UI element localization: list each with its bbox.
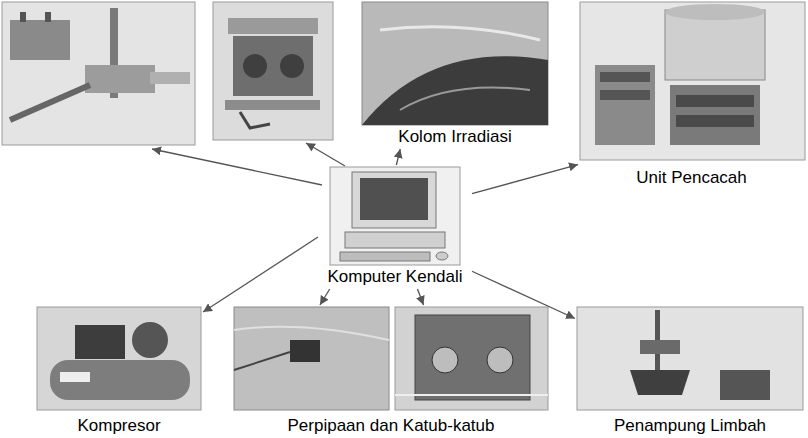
- valve-photo: [395, 307, 548, 410]
- motor-assembly: [233, 36, 313, 96]
- equipment: [720, 370, 770, 400]
- valve-block: [85, 65, 155, 93]
- air-tank: [50, 360, 190, 400]
- flywheel: [132, 322, 168, 358]
- shield-top: [665, 4, 765, 20]
- photo-frame: [577, 307, 803, 410]
- module: [600, 72, 650, 82]
- valve: [487, 347, 513, 373]
- valve: [432, 347, 458, 373]
- leader-arrow: [152, 149, 322, 185]
- brand-plate: [60, 372, 90, 382]
- column-tank: [362, 56, 548, 125]
- wire: [240, 112, 270, 128]
- photo-frame: [2, 2, 195, 145]
- counting-unit-photo: [580, 2, 805, 160]
- photo-node: Penampung Limbah: [575, 305, 805, 438]
- photo-frame: [37, 307, 201, 410]
- sensor-photo: [2, 2, 195, 145]
- shield: [665, 10, 765, 80]
- module: [676, 95, 754, 107]
- motor: [243, 54, 267, 78]
- photo-label: Unit Pencacah: [633, 168, 750, 188]
- photo-label: Kolom Irradiasi: [395, 127, 514, 147]
- photo-frame: [395, 307, 548, 410]
- monitor: [352, 172, 436, 228]
- photo-label: Perpipaan dan Katub-katub: [285, 416, 498, 436]
- photo-node: Unit Pencacah: [578, 0, 805, 190]
- module: [600, 90, 650, 100]
- pipe: [400, 88, 530, 111]
- keyboard: [340, 252, 430, 261]
- photo-frame: [330, 167, 460, 265]
- irradiation-column-photo: [362, 2, 548, 125]
- cable: [10, 85, 90, 120]
- piping-photo: [234, 307, 389, 410]
- connector-arrow: [472, 271, 575, 318]
- photo-node: Komputer Kendali: [318, 165, 472, 289]
- photo-node: Kolom Irradiasi: [360, 0, 550, 149]
- connector-arrow: [320, 289, 330, 305]
- photo-frame: [213, 2, 333, 140]
- photo-frame: [362, 2, 548, 125]
- top-plate: [228, 18, 318, 34]
- junction-box: [290, 340, 320, 362]
- motor: [280, 54, 304, 78]
- photo-frame: [580, 2, 805, 160]
- module: [676, 115, 754, 127]
- control-box: [10, 20, 70, 60]
- leader-arrow: [306, 143, 345, 166]
- connector: [20, 12, 26, 22]
- pipe: [234, 327, 389, 340]
- connector-arrow: [203, 237, 318, 312]
- cpu-case: [345, 232, 445, 248]
- photo-node: Perpipaan dan Katub-katub: [232, 305, 550, 438]
- valve-assembly: [640, 340, 680, 354]
- pipe: [395, 394, 548, 396]
- pipe: [380, 27, 540, 40]
- mechanism-photo: [213, 2, 333, 140]
- pump-head: [75, 325, 125, 359]
- connector-arrow: [472, 165, 578, 194]
- waste-container-photo: [577, 307, 803, 410]
- photo-label: Kompresor: [74, 416, 163, 436]
- photo-node: Kompresor: [35, 305, 203, 438]
- mouse: [436, 252, 448, 260]
- waste-bucket: [630, 370, 690, 395]
- base-plate: [225, 100, 320, 110]
- computer-photo: [330, 167, 460, 265]
- compressor-photo: [37, 307, 201, 410]
- connector-arrow: [396, 149, 400, 165]
- valve-box: [415, 315, 530, 400]
- electronics-rack: [595, 65, 655, 145]
- photo-frame: [234, 307, 389, 410]
- photo-label: Komputer Kendali: [324, 267, 465, 287]
- cable: [234, 352, 290, 370]
- screen: [360, 178, 428, 220]
- pipe: [150, 72, 190, 84]
- connector-arrow: [417, 289, 423, 305]
- electronics-rack: [670, 85, 760, 145]
- photo-label: Penampung Limbah: [611, 416, 769, 436]
- connector: [45, 12, 51, 22]
